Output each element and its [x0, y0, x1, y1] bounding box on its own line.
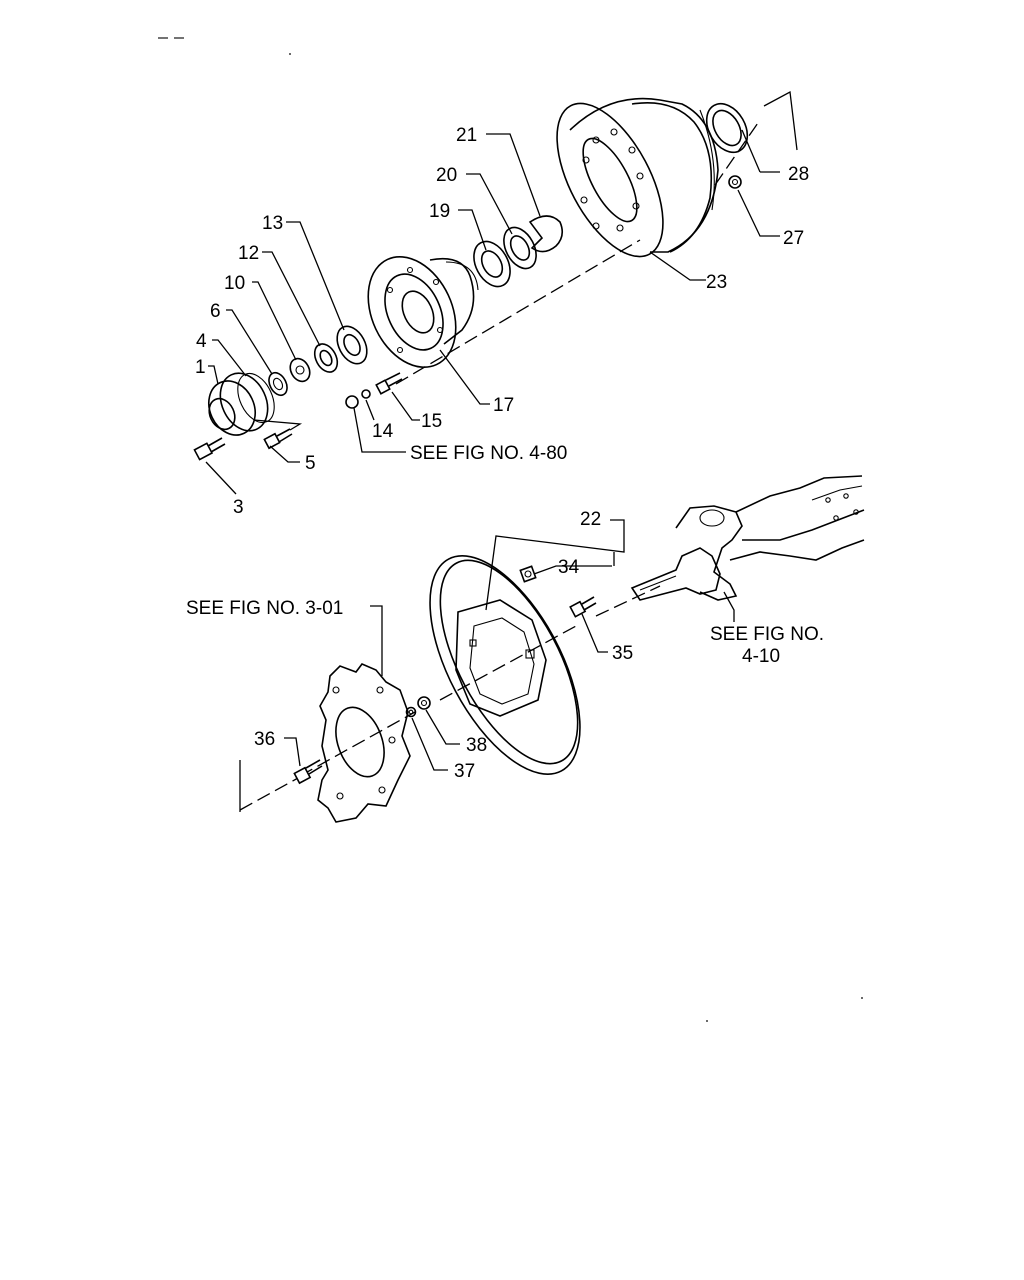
label-see-fig-4-10-line1: SEE FIG NO.: [710, 624, 824, 645]
label-part-37: 37: [454, 761, 475, 782]
washer-part-37: [405, 706, 417, 718]
lock-washer-part-6: [268, 371, 288, 397]
label-part-17: 17: [493, 395, 514, 416]
label-see-fig-4-80: SEE FIG NO. 4-80: [410, 443, 567, 464]
bearing-part-19: [473, 240, 511, 288]
lower-left-dash: [239, 777, 299, 811]
label-part-22: 22: [580, 509, 601, 530]
label-part-1: 1: [195, 357, 206, 378]
nut-part-38: [417, 696, 431, 710]
bearing-part-12: [313, 343, 339, 373]
hub-part-17: [367, 255, 479, 369]
label-part-6: 6: [210, 301, 221, 322]
nut-part-14: [345, 389, 371, 409]
label-part-38: 38: [466, 735, 487, 756]
label-part-20: 20: [436, 165, 457, 186]
nut-part-10: [289, 357, 311, 383]
bolt-part-35: [569, 596, 597, 618]
brake-drum-part-23: [556, 97, 719, 258]
label-part-19: 19: [429, 201, 450, 222]
bolt-part-36: [293, 759, 323, 785]
lower-axis-line-mid: [439, 625, 577, 701]
label-part-27: 27: [783, 228, 804, 249]
label-part-34: 34: [558, 557, 580, 578]
lower-leader-lines: [284, 519, 735, 771]
anchor-bracket-fig-3-01: [317, 663, 411, 823]
label-part-3: 3: [233, 497, 244, 518]
label-part-35: 35: [612, 643, 633, 664]
label-part-23: 23: [706, 272, 727, 293]
stud-part-15: [375, 372, 403, 395]
retainer-part-21: [528, 215, 564, 253]
label-part-28: 28: [788, 164, 809, 185]
label-part-4: 4: [196, 331, 207, 352]
label-part-15: 15: [421, 411, 442, 432]
label-part-36: 36: [254, 729, 275, 750]
label-part-21: 21: [456, 125, 477, 146]
nut-part-27: [728, 175, 742, 189]
upper-axis-line-right: [714, 119, 761, 186]
upper-leader-lines: [205, 90, 798, 495]
label-part-13: 13: [262, 213, 283, 234]
label-part-12: 12: [238, 243, 259, 264]
backing-plate-part-22: [429, 555, 581, 775]
axle-knuckle-fig-4-10: [630, 475, 865, 601]
bolt-part-3: [193, 437, 226, 461]
label-part-5: 5: [305, 453, 316, 474]
bleeder-part-34: [519, 565, 537, 583]
upper-axis-line: [395, 239, 641, 385]
oil-seal-part-28: [705, 102, 749, 154]
label-part-14: 14: [372, 421, 394, 442]
label-part-10: 10: [224, 273, 245, 294]
label-see-fig-4-10-line2: 4-10: [742, 646, 780, 667]
part-number-labels: 28 27 23 21 20 19 13 12 10 6 4 1 5 3 14 …: [186, 125, 824, 782]
hub-cap-part-1: [208, 372, 269, 436]
lower-axis-line-right: [595, 585, 661, 617]
lower-axis-line: [299, 711, 416, 777]
label-see-fig-3-01: SEE FIG NO. 3-01: [186, 598, 343, 619]
corner-marks: [158, 37, 863, 1022]
gasket-part-4: [237, 372, 275, 424]
bolt-part-5: [263, 428, 293, 450]
